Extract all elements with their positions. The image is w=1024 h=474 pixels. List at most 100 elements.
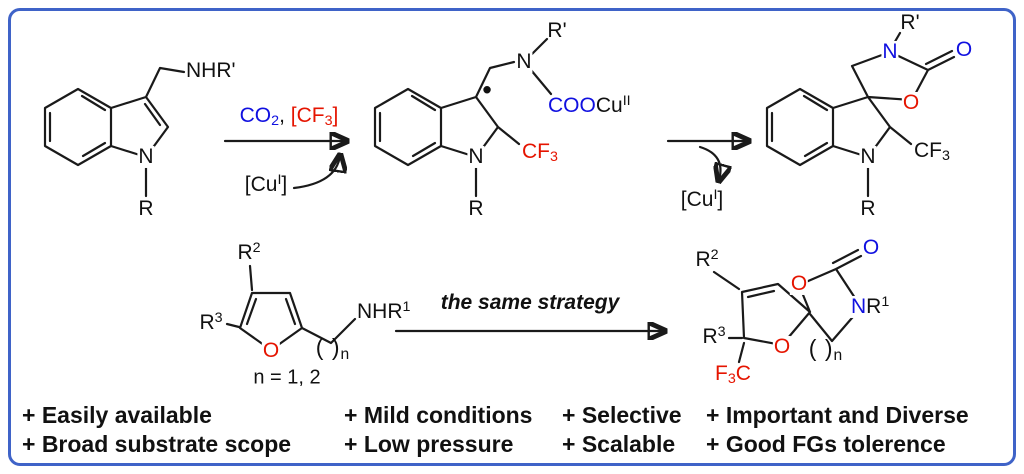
radical-intermediate-structure	[373, 37, 553, 198]
s5-f3c-c: C	[735, 361, 751, 385]
s1-amine-label: NHR'	[186, 58, 236, 82]
s4-amine-base: NHR	[357, 299, 403, 323]
feature-column-3: + Selective + Scalable	[562, 401, 682, 459]
reagent-separator: ,	[279, 103, 291, 127]
bond-path	[43, 66, 186, 198]
s5-f3c-label: F3C	[715, 361, 751, 388]
s5-f3c-sub: 3	[727, 371, 736, 388]
cu2-sup: I	[713, 186, 718, 203]
s3-r-prime-label: R'	[900, 10, 920, 34]
s1-amine-text: NHR'	[186, 58, 236, 82]
s3-ring-oxygen-label: O	[901, 90, 921, 115]
cu1-close: ]	[281, 172, 288, 196]
s2-cf-sub: 3	[550, 149, 558, 166]
cf3-close: ]	[332, 103, 339, 127]
s5-f3c-f: F	[715, 361, 728, 385]
s3-r-group-label: R	[860, 196, 876, 220]
bond-path	[225, 264, 357, 352]
feature-column-2: + Mild conditions + Low pressure	[344, 401, 532, 459]
s5-paren-sub: n	[833, 346, 844, 364]
cu1-sup: I	[277, 171, 282, 188]
s1-r-group-label: R	[138, 196, 154, 220]
feature-item: + Important and Diverse	[706, 402, 969, 428]
feature-item: + Low pressure	[344, 431, 514, 457]
s5-r2-sup: 2	[710, 246, 719, 263]
cu-oxidation-state: II	[622, 92, 631, 109]
s3-cf-base: CF	[914, 138, 942, 162]
indole-substrate-structure	[43, 66, 186, 198]
s5-r2-base: R	[695, 247, 711, 271]
bond-path	[765, 31, 956, 198]
reaction-arrow-2	[666, 141, 748, 180]
cu1-open: [Cu	[244, 172, 278, 196]
co2-text: CO2	[239, 103, 280, 130]
s5-r2-label: R2	[695, 246, 719, 271]
s3-cf-sub: 3	[942, 148, 950, 165]
spiro-oxazolidinone-product-structure	[765, 31, 956, 198]
s5-ox-nitrogen: N	[851, 294, 867, 318]
s5-n-r1-label: NR1	[850, 293, 891, 319]
s4-n-values-note: n = 1, 2	[253, 366, 321, 389]
feature-column-4: + Important and Diverse + Good FGs toler…	[706, 401, 969, 459]
s5-chain-parentheses: ( )n	[808, 334, 843, 364]
s5-r1-sup: 1	[881, 293, 890, 310]
s4-r3-label: R3	[199, 309, 223, 334]
cf3-reagent-text: [CF3]	[290, 103, 339, 130]
s4-paren-text: ( )	[315, 333, 341, 360]
s4-chain-parentheses: ( )n	[315, 333, 350, 363]
s3-cf3-label: CF3	[914, 138, 950, 165]
cf3-open: [CF	[290, 103, 325, 127]
feature-column-1: + Easily available + Broad substrate sco…	[22, 401, 291, 459]
s5-r3-base: R	[702, 324, 718, 348]
s4-r2-base: R	[237, 240, 253, 264]
s4-paren-sub: n	[340, 345, 351, 363]
furan-substrate-structure	[225, 264, 357, 352]
s4-furan-oxygen-label: O	[261, 338, 281, 363]
s2-carbamate-label: COOCuII	[548, 92, 631, 117]
s5-r1-base: R	[866, 294, 882, 318]
s5-carbonyl-oxygen-label: O	[862, 235, 880, 259]
feature-item: + Mild conditions	[344, 402, 533, 428]
s5-r3-label: R3	[702, 323, 726, 348]
s5-paren-text: ( )	[808, 334, 834, 361]
frame-border	[8, 8, 1016, 466]
s2-amine-nitrogen-label: N	[515, 49, 533, 74]
co2-base: CO	[239, 103, 272, 127]
s5-ring-oxygen-label: O	[789, 271, 809, 296]
reaction-arrow-1	[223, 141, 346, 190]
cu-text: Cu	[595, 93, 623, 117]
s2-cf-base: CF	[522, 139, 550, 163]
s4-r2-sup: 2	[252, 239, 261, 256]
strategy-arrow-label: the same strategy	[440, 290, 620, 314]
s4-r2-label: R2	[237, 239, 261, 264]
s2-ring-nitrogen-label: N	[467, 144, 485, 169]
bond-path	[373, 37, 553, 198]
feature-item: + Broad substrate scope	[22, 431, 292, 457]
radical-dot: •	[482, 74, 492, 105]
s1-ring-nitrogen-label: N	[137, 144, 155, 169]
s5-r3-sup: 3	[717, 323, 726, 340]
s5-furan-oxygen-label: O	[772, 334, 792, 359]
feature-item: + Easily available	[22, 402, 212, 428]
s4-r3-base: R	[199, 310, 215, 334]
s4-amine-sup: 1	[402, 298, 411, 315]
s2-cf3-label: CF3	[522, 139, 558, 166]
cf3-sub: 3	[324, 113, 333, 130]
s4-amine-label: NHR1	[357, 298, 411, 323]
co2-sub: 2	[271, 113, 280, 130]
feature-item: + Scalable	[562, 431, 676, 457]
s3-oxazolidinone-nitrogen-label: N	[881, 39, 899, 64]
furan-spiro-product-structure	[712, 248, 863, 364]
feature-item: + Selective	[562, 402, 682, 428]
catalyst-curved-arrow-2	[698, 145, 720, 180]
bond-path	[712, 248, 863, 364]
reagents-label: CO2, [CF3]	[239, 103, 339, 130]
catalyst-label-1: [CuI]	[244, 171, 288, 196]
s4-r3-sup: 3	[214, 309, 223, 326]
catalyst-label-2: [CuI]	[680, 186, 724, 211]
cu2-open: [Cu	[680, 187, 714, 211]
s2-r-group-label: R	[468, 196, 484, 220]
s2-r-prime-label: R'	[547, 18, 567, 42]
feature-item: + Good FGs tolerence	[706, 431, 946, 457]
